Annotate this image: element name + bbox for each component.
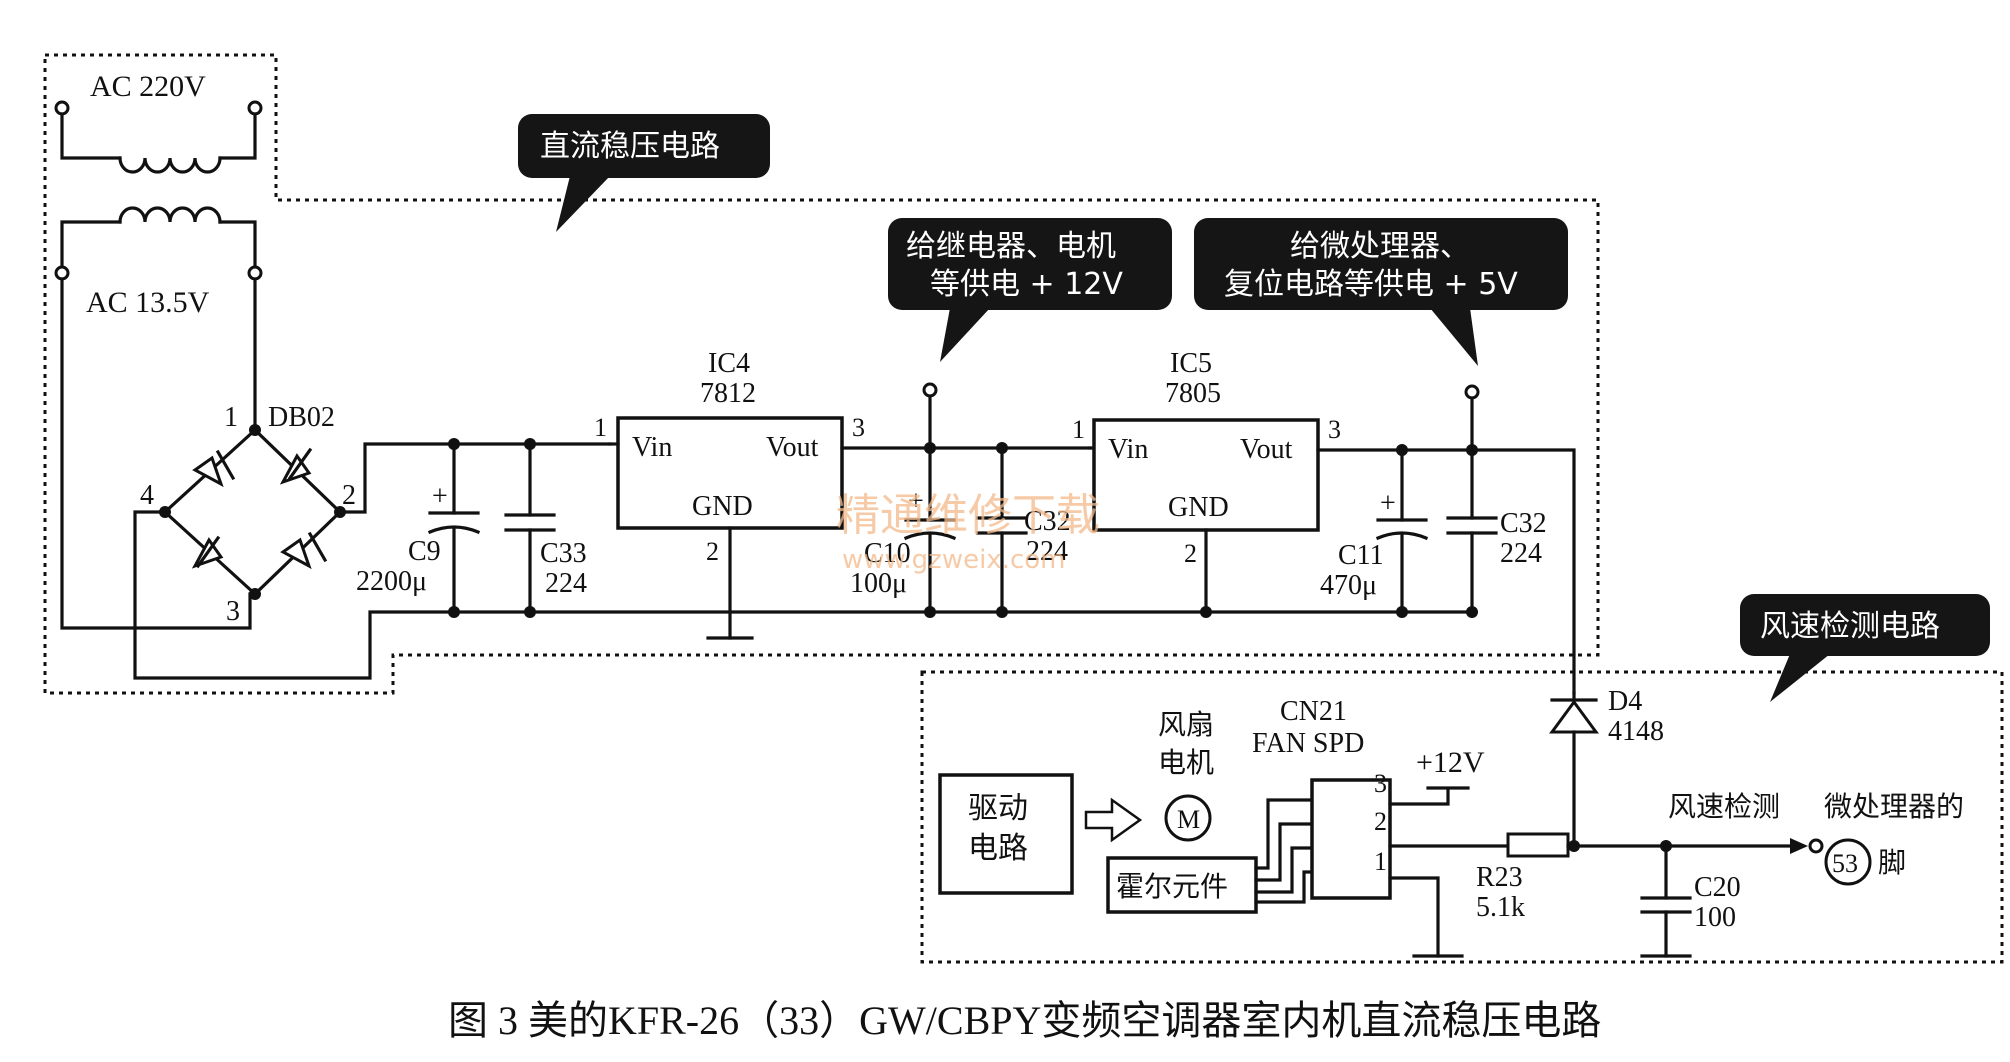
d4-part: 4148 bbox=[1608, 716, 1664, 747]
c20-value: 100 bbox=[1694, 902, 1736, 933]
mcu-label-line1: 微处理器的 bbox=[1824, 790, 1964, 823]
ic4-gnd: GND bbox=[692, 491, 753, 522]
r23-value: 5.1k bbox=[1476, 892, 1525, 923]
callout-5v-line2: 复位电路等供电 + 5V bbox=[1224, 267, 1518, 302]
resistor-r23 bbox=[1506, 832, 1570, 858]
ic5-vin: Vin bbox=[1108, 434, 1148, 465]
ic4-pin-2: 2 bbox=[706, 537, 719, 566]
capacitor-c10 bbox=[903, 446, 957, 618]
ic5-gnd: GND bbox=[1168, 492, 1229, 523]
fan-speed-boundary bbox=[920, 670, 2004, 964]
ac-220-label: AC 220V bbox=[90, 70, 206, 103]
c10-plus: + bbox=[908, 486, 924, 517]
drive-arrow bbox=[1084, 797, 1143, 843]
hall-element-box bbox=[1106, 856, 1258, 914]
capacitor-c32-12v bbox=[976, 442, 1028, 618]
bridge-pin-1: 1 bbox=[224, 402, 238, 433]
motor-label: M bbox=[1177, 805, 1200, 834]
bridge-rectifier-db02 bbox=[60, 277, 1472, 680]
c9-label: C9 bbox=[408, 536, 441, 567]
c11-label: C11 bbox=[1338, 540, 1384, 571]
c33-label: C33 bbox=[540, 538, 587, 569]
ic5-pin-3: 3 bbox=[1328, 415, 1341, 444]
fan-motor-symbol bbox=[1164, 794, 1212, 842]
capacitor-c33 bbox=[504, 438, 556, 618]
fan-label-line1: 风扇 bbox=[1158, 708, 1214, 741]
cn21-name: FAN SPD bbox=[1252, 728, 1364, 759]
ic4-part: 7812 bbox=[700, 378, 756, 409]
c10-value: 100μ bbox=[850, 568, 907, 599]
d4-label: D4 bbox=[1608, 686, 1642, 717]
capacitor-c11 bbox=[1375, 444, 1429, 618]
callout-12v-line2: 等供电 + 12V bbox=[930, 267, 1123, 302]
drive-circuit-box bbox=[938, 773, 1074, 895]
ac-13-5-label: AC 13.5V bbox=[86, 286, 210, 319]
cn21-pin-3: 3 bbox=[1374, 769, 1387, 798]
c11-value: 470μ bbox=[1320, 570, 1377, 601]
test-point-12v bbox=[922, 382, 938, 398]
c9-plus: + bbox=[432, 481, 448, 512]
c32-5v-value: 224 bbox=[1500, 538, 1542, 569]
capacitor-c32-5v bbox=[1446, 448, 1498, 618]
ic4-vout: Vout bbox=[766, 432, 819, 463]
test-point-5v bbox=[1464, 384, 1480, 400]
callout-fan-speed-text: 风速检测电路 bbox=[1760, 609, 1940, 644]
c33-value: 224 bbox=[545, 568, 587, 599]
fan-label-line2: 电机 bbox=[1158, 746, 1214, 779]
ic4-7812 bbox=[616, 416, 844, 530]
r23-label: R23 bbox=[1476, 862, 1523, 893]
bridge-pin-3: 3 bbox=[226, 596, 240, 627]
ic4-pin-3: 3 bbox=[852, 413, 865, 442]
foot-label: 脚 bbox=[1878, 846, 1906, 879]
c10-label: C10 bbox=[864, 538, 911, 569]
cn21-connector bbox=[1310, 778, 1392, 900]
plus-12v-label: +12V bbox=[1416, 746, 1485, 779]
bridge-pin-4: 4 bbox=[140, 480, 154, 511]
pin-53-circle bbox=[1824, 838, 1872, 886]
callout-5v-supply: 给微处理器、 复位电路等供电 + 5V bbox=[1194, 218, 1568, 366]
cn21-pin-2: 2 bbox=[1374, 807, 1387, 836]
bridge-pin-2: 2 bbox=[342, 480, 356, 511]
c32-12v-label: C32 bbox=[1024, 506, 1071, 537]
drive-line2: 电路 bbox=[968, 831, 1028, 866]
drive-line1: 驱动 bbox=[968, 791, 1028, 826]
ic5-vout: Vout bbox=[1240, 434, 1293, 465]
mcu-pin-terminal bbox=[1808, 838, 1824, 854]
signal-arrow bbox=[1790, 838, 1808, 854]
ic5-part: 7805 bbox=[1165, 378, 1221, 409]
db02-label: DB02 bbox=[268, 402, 335, 433]
capacitor-c20 bbox=[1640, 840, 1692, 958]
watermark-text: 精通维修下载 bbox=[836, 490, 1100, 541]
cn21-label: CN21 bbox=[1280, 696, 1347, 727]
callout-12v-line1: 给继电器、电机 bbox=[906, 229, 1116, 264]
c32-12v-value: 224 bbox=[1026, 536, 1068, 567]
c32-5v-label: C32 bbox=[1500, 508, 1547, 539]
ic5-7805 bbox=[1092, 418, 1320, 532]
fan-detect-label: 风速检测 bbox=[1668, 790, 1780, 823]
callout-dc-regulator-text: 直流稳压电路 bbox=[540, 129, 720, 164]
callout-12v-supply: 给继电器、电机 等供电 + 12V bbox=[888, 218, 1172, 362]
capacitor-c9 bbox=[427, 438, 481, 618]
cn21-pin-1: 1 bbox=[1374, 847, 1387, 876]
ic5-pin-2: 2 bbox=[1184, 539, 1197, 568]
watermark-url: www.gzweix.com bbox=[842, 545, 1066, 575]
figure-caption: 图 3 美的KFR-26（33）GW/CBPY变频空调器室内机直流稳压电路 bbox=[448, 998, 1601, 1043]
hall-label: 霍尔元件 bbox=[1116, 870, 1228, 903]
c11-plus: + bbox=[1380, 488, 1396, 519]
c9-value: 2200μ bbox=[356, 566, 427, 597]
ic5-pin-1: 1 bbox=[1072, 415, 1085, 444]
callout-fan-speed: 风速检测电路 bbox=[1740, 594, 1990, 702]
pin-53-label: 53 bbox=[1832, 849, 1858, 878]
ic5-label: IC5 bbox=[1170, 348, 1212, 379]
dc-regulator-boundary bbox=[43, 53, 1600, 695]
callout-dc-regulator: 直流稳压电路 bbox=[518, 114, 770, 232]
transformer bbox=[54, 100, 263, 281]
ic4-label: IC4 bbox=[708, 348, 750, 379]
c20-label: C20 bbox=[1694, 872, 1741, 903]
ic4-vin: Vin bbox=[632, 432, 672, 463]
callout-5v-line1: 给微处理器、 bbox=[1290, 229, 1470, 264]
ic4-pin-1: 1 bbox=[594, 413, 607, 442]
diode-d4 bbox=[1549, 691, 1599, 852]
